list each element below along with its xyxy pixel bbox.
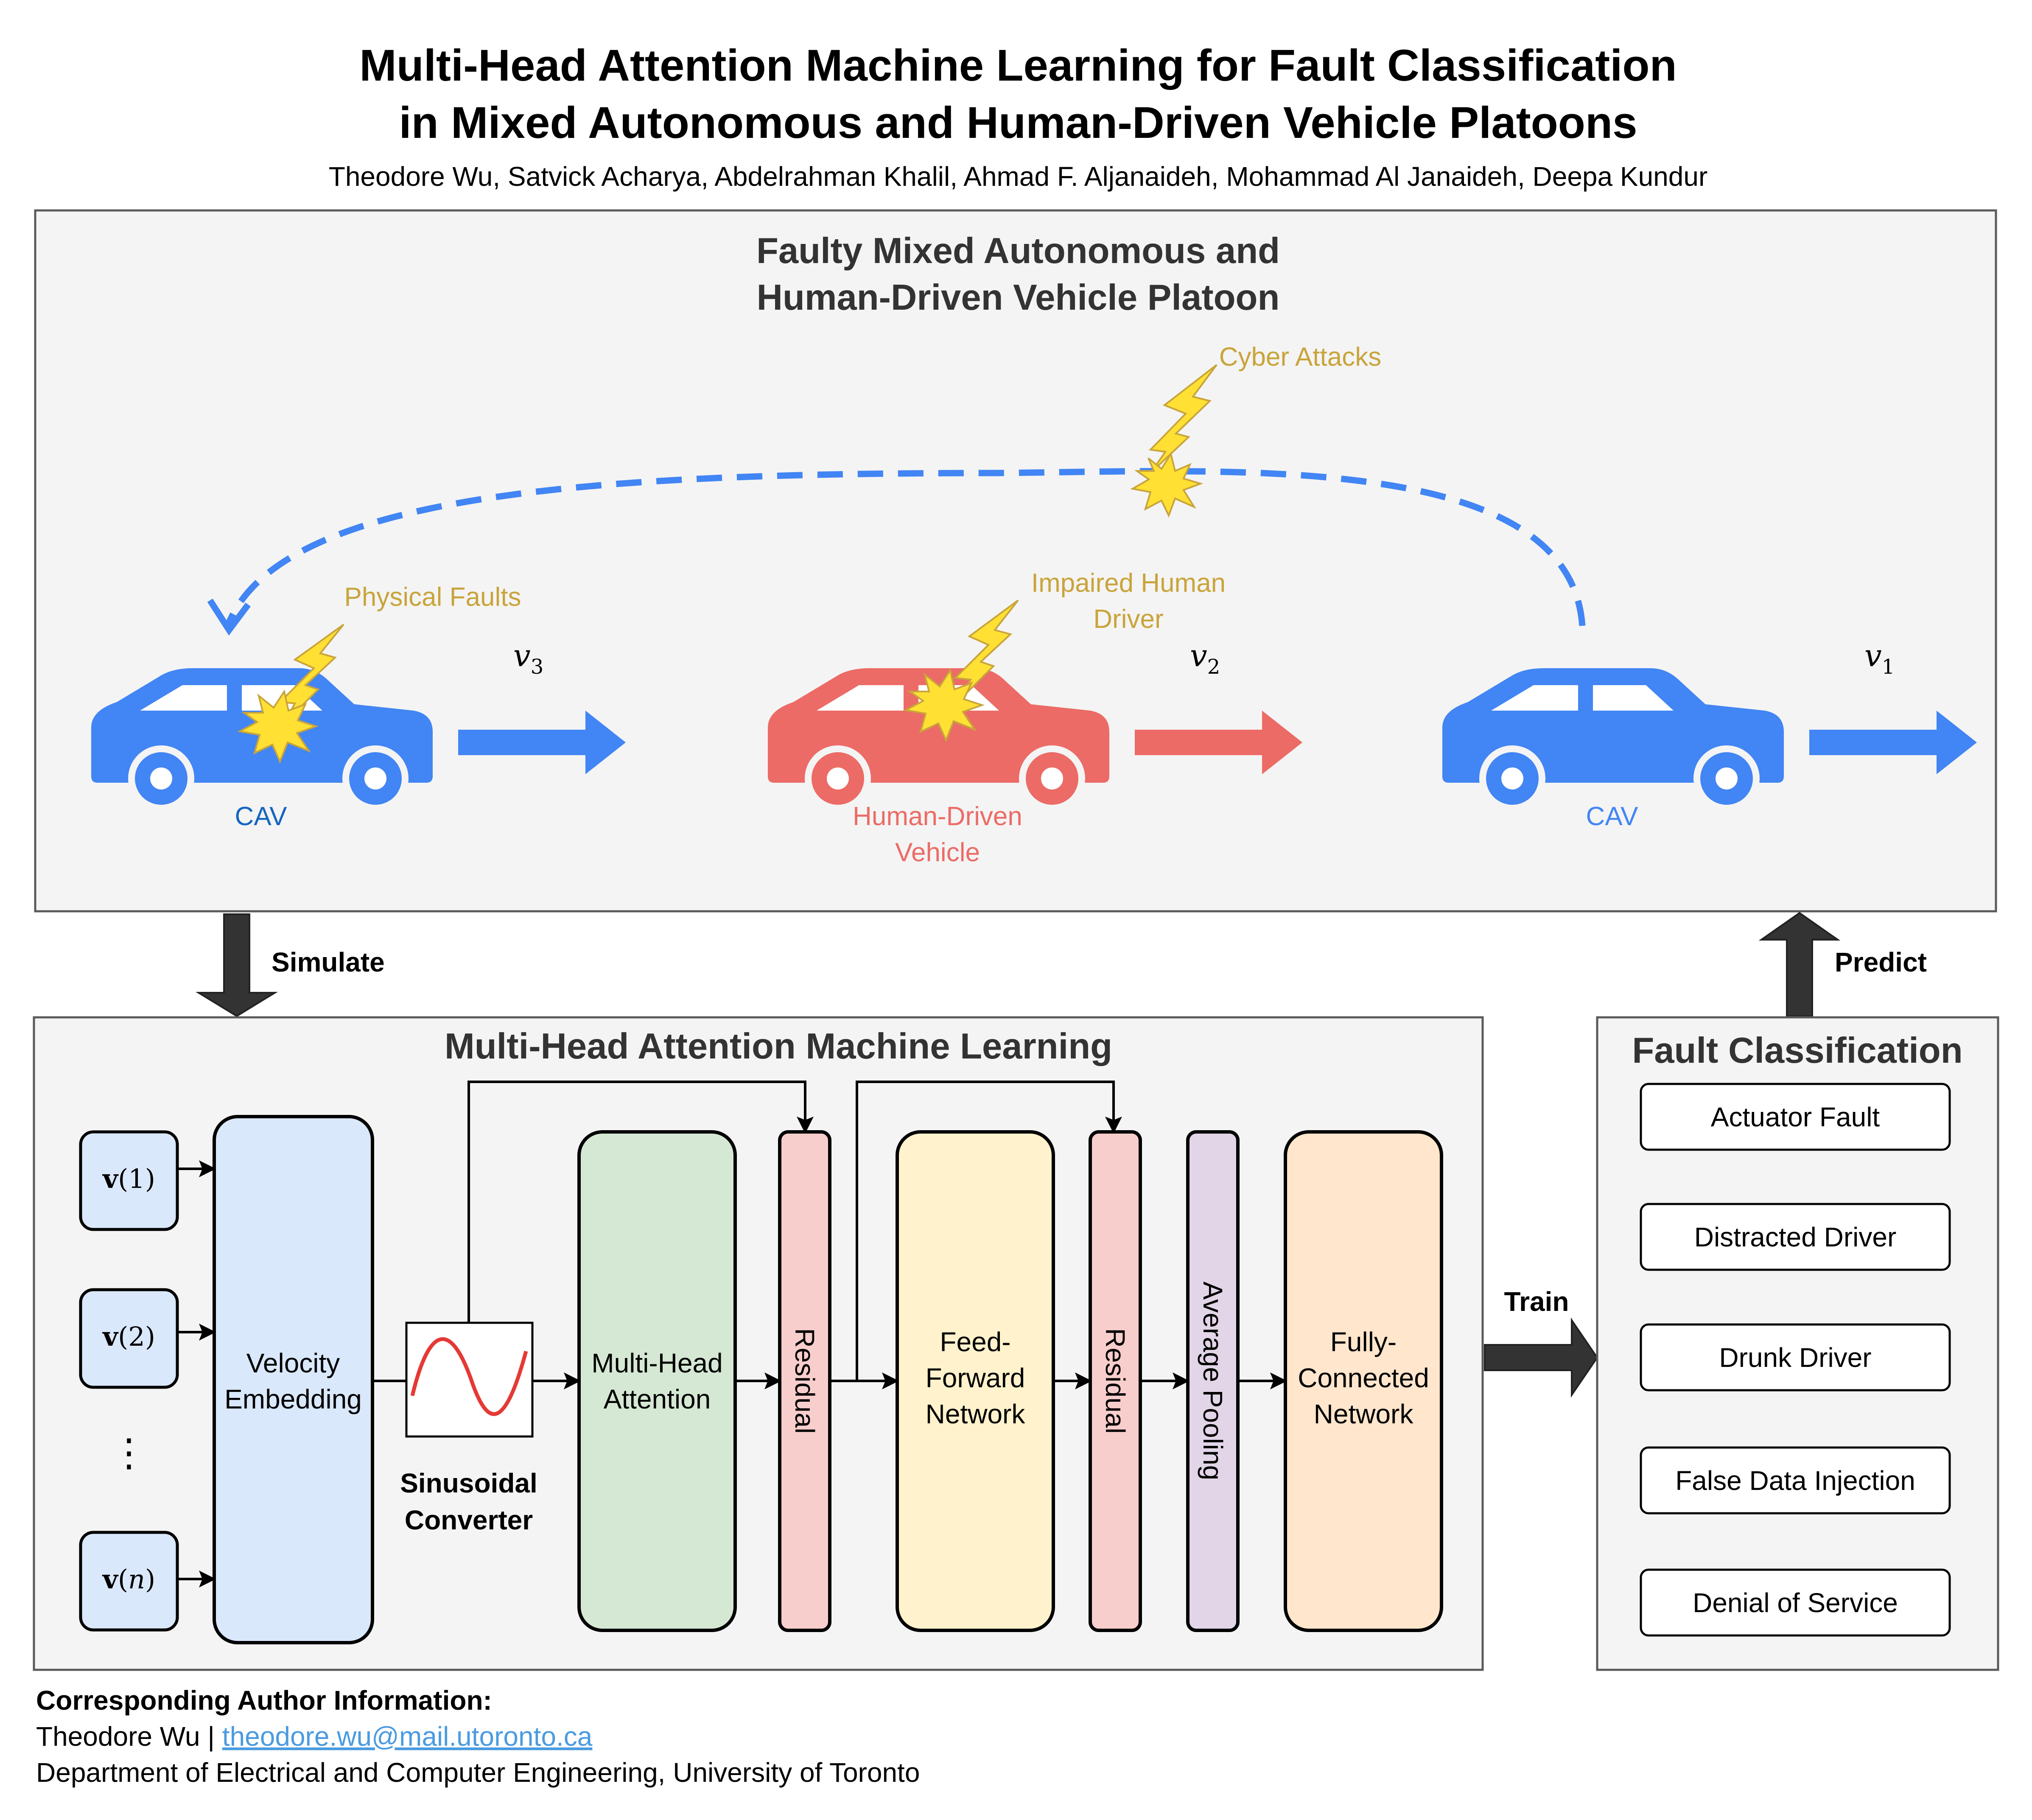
fault-class-label: Actuator Fault xyxy=(1711,1102,1880,1132)
average-pooling-label: Average Pooling xyxy=(1198,1282,1228,1481)
fault-class-box xyxy=(1640,1203,1951,1271)
footer-department: Department of Electrical and Computer En… xyxy=(36,1757,920,1788)
impaired-driver-label-line2: Driver xyxy=(1093,605,1163,634)
fault-class-box xyxy=(1640,1083,1951,1151)
car-hubcap-icon xyxy=(364,767,386,790)
velocity-embedding-block xyxy=(213,1115,374,1644)
poster-title-line1: Multi-Head Attention Machine Learning fo… xyxy=(359,41,1677,90)
fault-class-box xyxy=(1640,1568,1951,1637)
fault-classification-title: Fault Classification xyxy=(1632,1030,1962,1071)
platoon-title-line1: Faulty Mixed Autonomous and xyxy=(756,231,1280,271)
velocity-arrow-icon xyxy=(1135,711,1302,774)
fully-connected-network-block xyxy=(1284,1130,1443,1632)
velocity-arrow-icon xyxy=(1809,711,1977,774)
vehicle-label-line1: CAV xyxy=(235,802,288,831)
input-ellipsis: ⋮ xyxy=(110,1432,148,1474)
multi-head-attention-label-line1: Multi-Head xyxy=(591,1348,722,1378)
velocity-embedding-label-line2: Embedding xyxy=(224,1384,362,1414)
v2v-communication-link xyxy=(224,468,1586,629)
predict-arrow-icon xyxy=(1758,912,1841,1017)
physical-fault-burst-icon xyxy=(237,689,319,764)
footer-contact: Theodore Wu | theodore.wu@mail.utoronto.… xyxy=(36,1721,593,1752)
skip-connection-1 xyxy=(467,1081,814,1323)
simulate-label: Simulate xyxy=(271,947,385,977)
input-v2-box xyxy=(79,1288,179,1389)
fault-class-item: Denial of Service xyxy=(1640,1568,1951,1637)
vehicle-label-line2: Vehicle xyxy=(895,838,980,867)
multi-head-attention-label-line2: Attention xyxy=(604,1384,711,1414)
fault-class-item: Distracted Driver xyxy=(1640,1203,1951,1271)
footer-separator: | xyxy=(200,1721,222,1752)
fault-class-label: Denial of Service xyxy=(1693,1588,1898,1618)
car-rear-window-icon xyxy=(140,685,227,711)
velocity-label: v2 xyxy=(1190,638,1220,679)
car-hubcap-icon xyxy=(1041,767,1063,790)
car-hubcap-icon xyxy=(1501,767,1523,790)
vehicle-label-line1: Human-Driven xyxy=(853,802,1022,831)
cyber-attack-burst-icon xyxy=(1130,451,1204,518)
footer-heading: Corresponding Author Information: xyxy=(36,1685,492,1716)
car-rear-window-icon xyxy=(817,685,904,711)
platoon-title-line2: Human-Driven Vehicle Platoon xyxy=(757,277,1280,318)
multi-head-attention-block xyxy=(577,1130,737,1632)
fcn-label-line1: Fully- xyxy=(1330,1327,1397,1357)
ffn-label-line2: Forward xyxy=(926,1363,1025,1393)
predict-label: Predict xyxy=(1835,947,1927,977)
ml-panel-title: Multi-Head Attention Machine Learning xyxy=(445,1026,1112,1067)
footer-email-link[interactable]: theodore.wu@mail.utoronto.ca xyxy=(222,1721,593,1752)
fault-class-item: False Data Injection xyxy=(1640,1446,1951,1515)
vehicle-label-line1: CAV xyxy=(1586,802,1639,831)
train-arrow-icon xyxy=(1484,1317,1598,1398)
car-rear-window-icon xyxy=(1491,685,1578,711)
velocity-label: v3 xyxy=(513,638,543,679)
skip-connection-2 xyxy=(856,1081,1122,1381)
fault-class-box xyxy=(1640,1446,1951,1515)
author-list: Theodore Wu, Satvick Acharya, Abdelrahma… xyxy=(329,161,1708,192)
footer-author-name: Theodore Wu xyxy=(36,1721,200,1752)
car-hubcap-icon xyxy=(1716,767,1738,790)
fault-class-box xyxy=(1640,1323,1951,1392)
impaired-driver-label-line1: Impaired Human xyxy=(1031,568,1226,598)
input-vn-label: v(n) xyxy=(102,1564,155,1595)
input-v1-label: v(1) xyxy=(102,1163,155,1194)
car-front-window-icon xyxy=(1593,685,1674,711)
car-hubcap-icon xyxy=(150,767,172,790)
sine-wave-icon xyxy=(410,1337,528,1416)
train-label: Train xyxy=(1504,1286,1569,1317)
physical-faults-label: Physical Faults xyxy=(344,582,521,612)
sinusoidal-converter-label-line1: Sinusoidal xyxy=(400,1468,537,1498)
input-v1-box xyxy=(79,1130,179,1231)
residual-1-label: Residual xyxy=(789,1328,820,1434)
fault-class-item: Actuator Fault xyxy=(1640,1083,1951,1151)
velocity-label: v1 xyxy=(1864,638,1895,679)
fault-class-label: Drunk Driver xyxy=(1719,1342,1871,1373)
fcn-label-line3: Network xyxy=(1314,1399,1414,1429)
fcn-label-line2: Connected xyxy=(1298,1363,1429,1393)
sinusoidal-converter-label-line2: Converter xyxy=(405,1505,533,1535)
v2v-arrowhead-icon xyxy=(207,598,251,636)
simulate-arrow-icon xyxy=(195,913,278,1017)
velocity-embedding-label-line1: Velocity xyxy=(246,1348,340,1378)
ffn-label-line3: Network xyxy=(926,1399,1026,1429)
fault-class-label: Distracted Driver xyxy=(1694,1222,1897,1252)
input-v2-label: v(2) xyxy=(102,1321,155,1352)
input-vn-box xyxy=(79,1531,179,1632)
cyber-attacks-label: Cyber Attacks xyxy=(1219,342,1381,372)
poster-title-line2: in Mixed Autonomous and Human-Driven Veh… xyxy=(399,98,1637,148)
car-hubcap-icon xyxy=(827,767,849,790)
fault-class-item: Drunk Driver xyxy=(1640,1323,1951,1392)
residual-2-label: Residual xyxy=(1100,1328,1131,1434)
fault-class-label: False Data Injection xyxy=(1675,1465,1915,1496)
impaired-driver-burst-icon xyxy=(903,668,985,743)
ffn-label-line1: Feed- xyxy=(940,1327,1010,1357)
velocity-arrow-icon xyxy=(458,711,626,774)
